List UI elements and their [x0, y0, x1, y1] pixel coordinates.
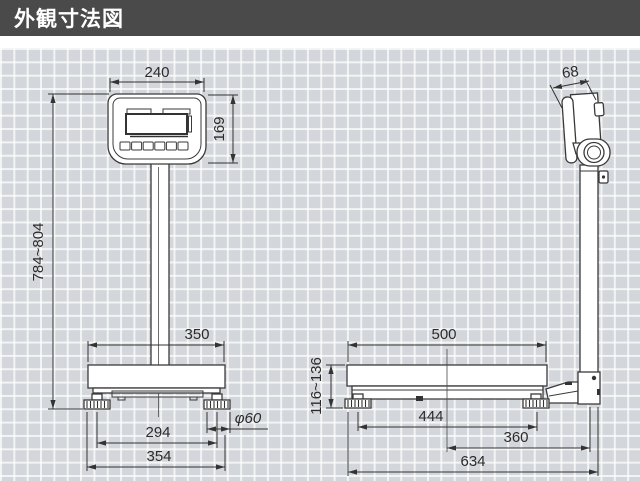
dim-overall-depth: 634	[347, 407, 599, 476]
side-foot-left	[344, 393, 372, 409]
bracket-tab-bolt	[601, 175, 606, 179]
dim-head-width: 240	[109, 64, 205, 92]
foot-stem	[530, 393, 542, 400]
key-button	[154, 141, 166, 151]
dim-label-634: 634	[460, 453, 485, 470]
key-button	[142, 141, 154, 151]
side-pole	[579, 164, 599, 376]
title-bar: 外観寸法図	[0, 0, 640, 36]
foot-knurl-hatch	[525, 400, 548, 407]
dim-label-784-804: 784~804	[30, 223, 47, 282]
foot-knurl-hatch	[86, 401, 109, 408]
foot-stem	[352, 393, 364, 400]
front-underframe	[111, 390, 204, 398]
base-gusset	[545, 381, 579, 404]
dim-head-height: 169	[208, 94, 238, 164]
page-title: 外観寸法図	[14, 7, 124, 31]
key-button	[165, 141, 177, 151]
dim-base-width: 354	[86, 412, 226, 471]
dim-center-to-pole: 360	[447, 407, 591, 452]
front-foot-right	[203, 393, 231, 410]
lcd-shadow-right	[188, 115, 192, 133]
dim-label-68: 68	[561, 63, 580, 82]
key-button	[177, 141, 189, 151]
side-head-tab	[593, 102, 605, 117]
gusset-mark	[565, 382, 572, 385]
dim-head-depth: 68	[549, 63, 597, 109]
front-view: 240 169 784~804 350 294	[30, 64, 268, 471]
dim-label-360: 360	[503, 429, 528, 446]
dim-label-354: 354	[146, 448, 171, 465]
foot-stem	[91, 393, 103, 401]
dim-feet-pitch-front: 294	[96, 412, 218, 448]
dim-label-444: 444	[418, 408, 443, 425]
foot-knurl-hatch	[347, 400, 370, 407]
front-platform-plate	[87, 364, 226, 389]
pole-base	[545, 371, 601, 405]
dim-label-240: 240	[144, 64, 169, 81]
dim-platform-height: 116~136	[308, 357, 345, 415]
dim-label-169: 169	[211, 116, 228, 141]
pivot-knob-outer	[583, 141, 605, 164]
front-underframe-tab-left	[117, 396, 126, 401]
key-button	[119, 141, 131, 151]
side-center-block	[416, 396, 423, 401]
pivot-knob-inner	[587, 145, 601, 160]
side-view: 68 500 116~136 444 360	[308, 63, 611, 476]
gusset-seam	[548, 390, 579, 397]
lcd-display	[125, 113, 188, 135]
button-row	[119, 141, 189, 151]
dim-feet-pitch-side: 444	[357, 408, 538, 431]
base-block	[577, 371, 601, 405]
front-underframe-tab-right	[189, 396, 198, 401]
base-bolt	[591, 375, 597, 381]
front-platform	[87, 364, 226, 401]
front-foot-left	[83, 393, 111, 410]
side-foot-right	[522, 393, 550, 409]
dim-label-500: 500	[431, 326, 456, 343]
dim-label-116-136: 116~136	[308, 357, 325, 415]
dim-overall-height: 784~804	[30, 93, 109, 410]
dim-foot-diameter: φ60	[206, 410, 268, 433]
dim-label-phi60: φ60	[235, 410, 262, 427]
foot-knurl-hatch	[206, 401, 229, 408]
dim-label-350: 350	[184, 326, 209, 343]
foot-stem	[211, 393, 223, 401]
dim-label-294: 294	[145, 424, 170, 441]
base-edge-mark	[597, 389, 600, 395]
dim-platform-width: 350	[87, 326, 225, 362]
side-head-front-strip	[561, 96, 578, 164]
key-button	[131, 141, 143, 151]
dim-platform-depth: 500	[347, 326, 547, 362]
side-indicator-head	[561, 92, 605, 164]
front-pole	[150, 162, 170, 367]
head-inner-panel	[112, 97, 202, 160]
side-frame	[351, 385, 544, 400]
front-indicator-head	[107, 93, 207, 165]
